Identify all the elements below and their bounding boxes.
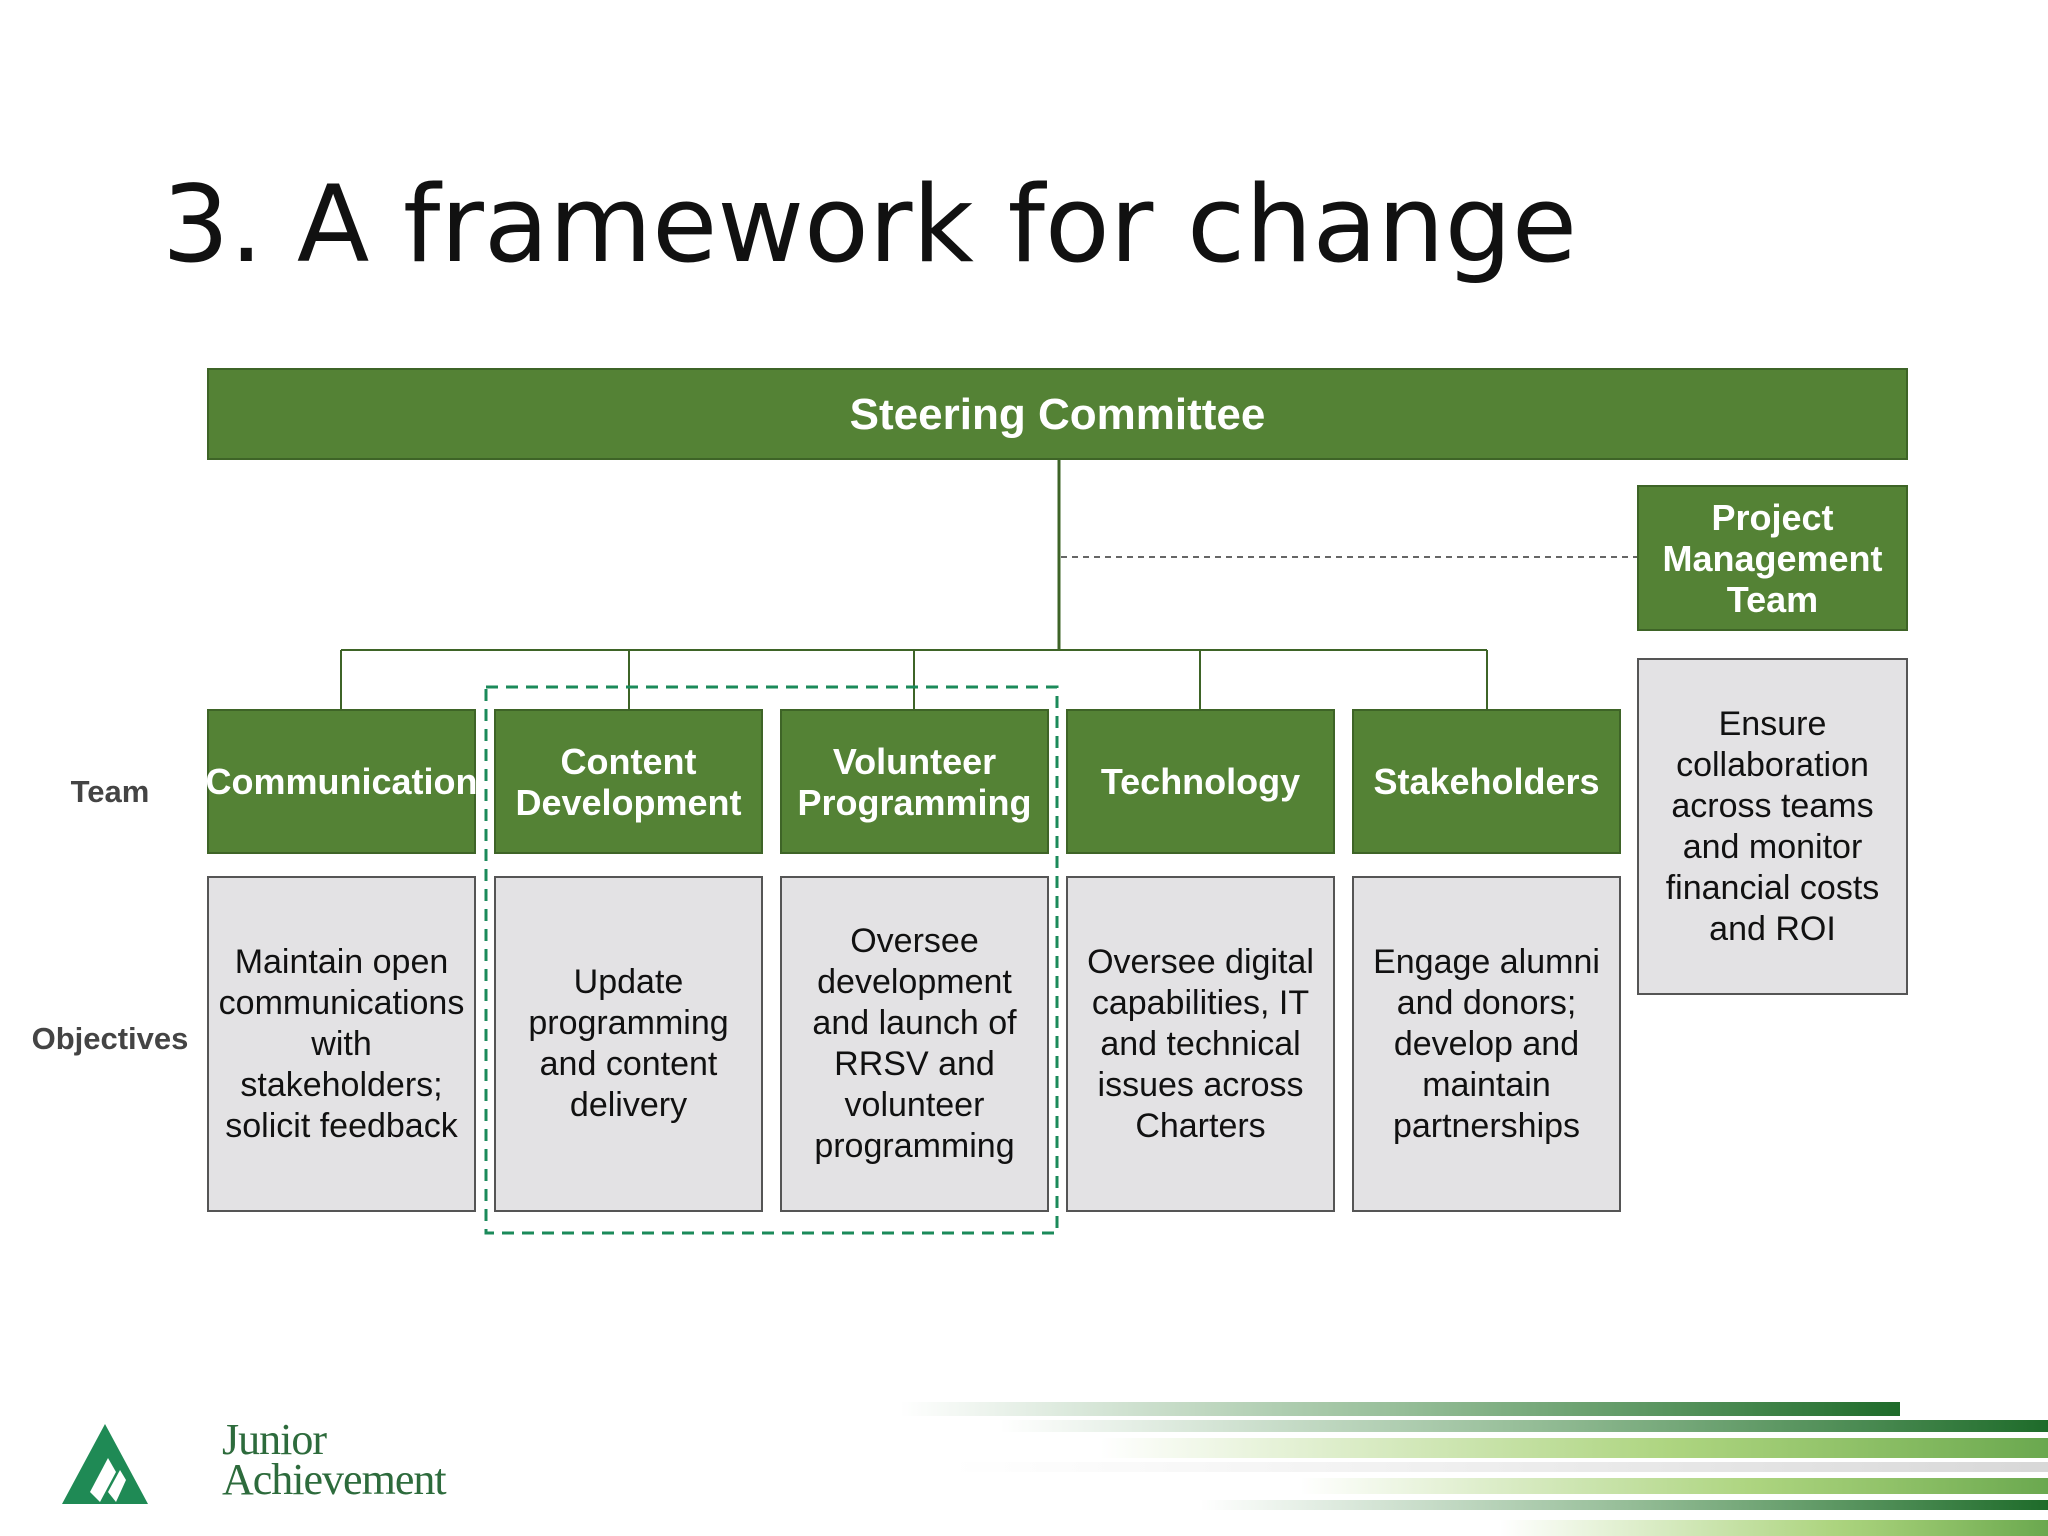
logo-text-achievement: Achievement <box>222 1455 447 1504</box>
footer-decorative-band <box>900 1402 2048 1536</box>
objective-text: Oversee digital capabilities, IT and tec… <box>1087 942 1314 1147</box>
objective-box-volunteer-programming: Oversee development and launch of RRSV a… <box>780 876 1049 1212</box>
row-label-objectives: Objectives <box>31 1021 189 1056</box>
objective-box-technology: Oversee digital capabilities, IT and tec… <box>1066 876 1335 1212</box>
objective-text: Engage alumni and donors; develop and ma… <box>1373 942 1600 1147</box>
objective-line: stakeholders; <box>240 1065 443 1104</box>
pmt-box: Project Management Team <box>1637 485 1908 631</box>
dashed-highlight-frame <box>484 685 1059 1235</box>
team-label-line: Stakeholders <box>1373 761 1600 802</box>
objective-line: and content <box>539 1045 718 1083</box>
objective-line: communications <box>218 983 465 1022</box>
objective-line: develop and <box>1393 1024 1580 1063</box>
pmt-objective-line: and ROI <box>1709 909 1836 948</box>
team-label: Volunteer Programming <box>797 741 1031 823</box>
objective-line: capabilities, IT <box>1091 983 1310 1022</box>
logo-triangle-icon <box>62 1424 148 1504</box>
team-label: Content Development <box>515 741 741 823</box>
objective-box-stakeholders: Engage alumni and donors; develop and ma… <box>1352 876 1621 1212</box>
objective-line: programming <box>528 1004 729 1042</box>
streak <box>1500 1520 2048 1536</box>
team-box-technology: Technology <box>1066 709 1335 854</box>
team-box-communication: Communication <box>206 709 478 854</box>
pmt-label: Project Management Team <box>1662 497 1882 620</box>
objective-line: RRSV and <box>834 1045 995 1083</box>
objective-line: delivery <box>569 1086 688 1124</box>
objective-line: development <box>817 963 1012 1001</box>
objective-line: with <box>311 1024 372 1063</box>
objective-text: Update programming and content delivery <box>528 962 728 1126</box>
steering-committee-label: Steering Committee <box>849 389 1266 439</box>
pmt-label-line: Management <box>1662 537 1883 579</box>
streak <box>1000 1420 2048 1432</box>
objective-line: maintain <box>1422 1065 1551 1104</box>
junior-achievement-logo: Junior Achievement <box>60 1415 447 1508</box>
row-label-team: Team <box>70 774 150 809</box>
objective-line: partnerships <box>1392 1106 1581 1145</box>
objective-line: and launch of <box>812 1004 1017 1042</box>
team-box-volunteer-programming: Volunteer Programming <box>780 709 1049 854</box>
team-label-line: Programming <box>797 781 1032 823</box>
objective-line: Engage alumni <box>1373 942 1600 981</box>
objective-line: volunteer <box>844 1086 985 1124</box>
team-label-line: Content <box>560 740 697 782</box>
streak <box>1200 1500 2048 1510</box>
objective-line: programming <box>814 1127 1015 1165</box>
objective-line: solicit feedback <box>225 1106 458 1145</box>
steering-committee-box: Steering Committee <box>207 368 1908 460</box>
pmt-objective-box: Ensure collaboration across teams and mo… <box>1637 658 1908 995</box>
team-label-line: Technology <box>1100 761 1301 802</box>
team-box-stakeholders: Stakeholders <box>1352 709 1621 854</box>
pmt-objective-text: Ensure collaboration across teams and mo… <box>1666 704 1880 950</box>
objective-line: Oversee <box>850 922 979 960</box>
team-label: Communication <box>206 761 478 802</box>
team-label-line: Volunteer <box>832 740 997 782</box>
streak <box>1100 1438 2048 1458</box>
team-label-line: Development <box>515 781 742 823</box>
objective-line: Maintain open <box>234 942 449 981</box>
objective-text: Oversee development and launch of RRSV a… <box>812 921 1016 1167</box>
pmt-objective-line: across teams <box>1671 786 1874 825</box>
objective-text: Maintain open communications with stakeh… <box>219 942 465 1147</box>
pmt-objective-line: financial costs <box>1665 868 1880 907</box>
objective-line: Charters <box>1135 1106 1266 1145</box>
objective-box-communication: Maintain open communications with stakeh… <box>207 876 476 1212</box>
slide-title: 3. A framework for change <box>162 163 1578 286</box>
objective-box-content-development: Update programming and content delivery <box>494 876 763 1212</box>
logo-text-junior: Junior <box>222 1415 327 1464</box>
pmt-label-line: Team <box>1726 578 1819 620</box>
pmt-label-line: Project <box>1711 496 1834 538</box>
objective-line: issues across <box>1097 1065 1304 1104</box>
pmt-objective-line: Ensure <box>1718 704 1827 743</box>
objective-line: and technical <box>1100 1024 1301 1063</box>
team-label: Stakeholders <box>1373 761 1599 802</box>
streak <box>900 1402 1900 1416</box>
objective-line: and donors; <box>1396 983 1577 1022</box>
pmt-objective-line: collaboration <box>1676 745 1869 784</box>
pmt-objective-line: and monitor <box>1682 827 1863 866</box>
objective-line: Oversee digital <box>1087 942 1314 981</box>
objective-line: Update <box>573 963 684 1001</box>
streak <box>1300 1478 2048 1494</box>
team-label: Technology <box>1101 761 1300 802</box>
team-box-content-development: Content Development <box>494 709 763 854</box>
team-label-line: Communication <box>205 761 478 802</box>
streak <box>950 1462 2048 1472</box>
